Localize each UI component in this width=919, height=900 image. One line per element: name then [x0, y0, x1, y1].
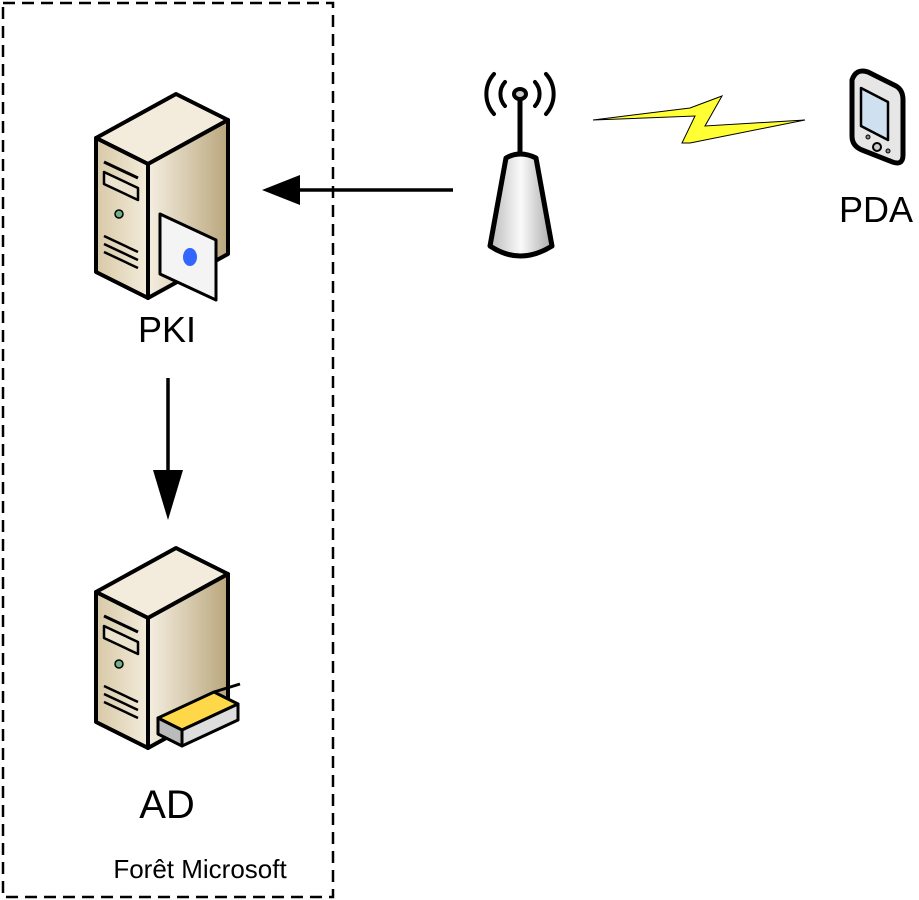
wireless-antenna-icon[interactable]: [484, 72, 556, 259]
ad-label: AD: [139, 783, 195, 827]
arrowhead-down: [153, 470, 183, 520]
forest-boundary: [1, 1, 335, 899]
server-directory-icon[interactable]: [94, 546, 241, 750]
pda-icon[interactable]: [849, 68, 906, 166]
server-certificate-icon[interactable]: [94, 92, 230, 302]
wireless-link-lightning: [592, 95, 806, 144]
pda-label: PDA: [839, 189, 913, 230]
pki-label: PKI: [138, 309, 196, 350]
forest-label: Forêt Microsoft: [113, 854, 287, 884]
arrowhead-left: [262, 175, 300, 205]
